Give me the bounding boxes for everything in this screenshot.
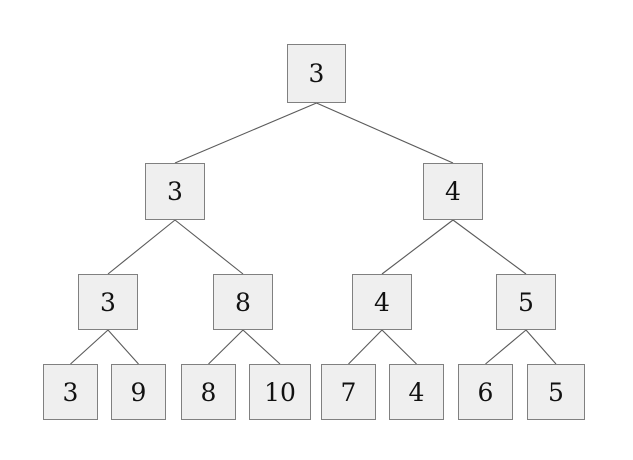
tree-edge xyxy=(107,329,139,365)
tree-node: 9 xyxy=(111,364,166,420)
tree-node-label: 3 xyxy=(62,377,79,407)
tree-edge xyxy=(174,219,244,275)
tree-node: 3 xyxy=(78,274,138,330)
tree-node: 6 xyxy=(458,364,513,420)
tree-node-label: 10 xyxy=(264,377,296,407)
tree-node: 8 xyxy=(181,364,236,420)
tree-node: 7 xyxy=(321,364,376,420)
tree-edge xyxy=(348,329,383,365)
tree-node-label: 3 xyxy=(167,177,183,206)
tree-node: 3 xyxy=(43,364,98,420)
tree-edge xyxy=(174,102,317,164)
tree-node: 3 xyxy=(287,44,346,103)
tree-edge xyxy=(452,219,527,275)
tree-node: 4 xyxy=(389,364,444,420)
tree-edge xyxy=(381,219,454,275)
tree-edge xyxy=(208,329,244,365)
tree-node-label: 5 xyxy=(548,377,564,407)
tree-edge xyxy=(70,329,109,365)
tree-node: 4 xyxy=(352,274,412,330)
tree-node: 5 xyxy=(496,274,556,330)
tree-node-label: 8 xyxy=(200,377,217,407)
tree-node-label: 9 xyxy=(130,377,147,407)
tree-node-label: 4 xyxy=(445,177,461,206)
tree-edge xyxy=(485,329,527,365)
tree-edge xyxy=(242,329,281,365)
tree-node-label: 3 xyxy=(308,59,325,88)
tree-node-label: 3 xyxy=(100,287,116,317)
tree-node-label: 4 xyxy=(374,287,390,317)
tree-edge xyxy=(107,219,176,275)
tree-node: 4 xyxy=(423,163,483,220)
tree-node: 8 xyxy=(213,274,273,330)
tree-node: 5 xyxy=(527,364,585,420)
tree-node-label: 7 xyxy=(340,377,357,407)
tree-node: 10 xyxy=(249,364,311,420)
tree-node-label: 5 xyxy=(518,287,534,317)
tree-node: 3 xyxy=(145,163,205,220)
tree-edge xyxy=(381,329,417,365)
tree-edge xyxy=(525,329,557,365)
tree-node-label: 6 xyxy=(477,377,494,407)
tree-edge xyxy=(316,102,454,164)
tree-node-label: 4 xyxy=(408,377,425,407)
tree-node-label: 8 xyxy=(235,287,251,317)
